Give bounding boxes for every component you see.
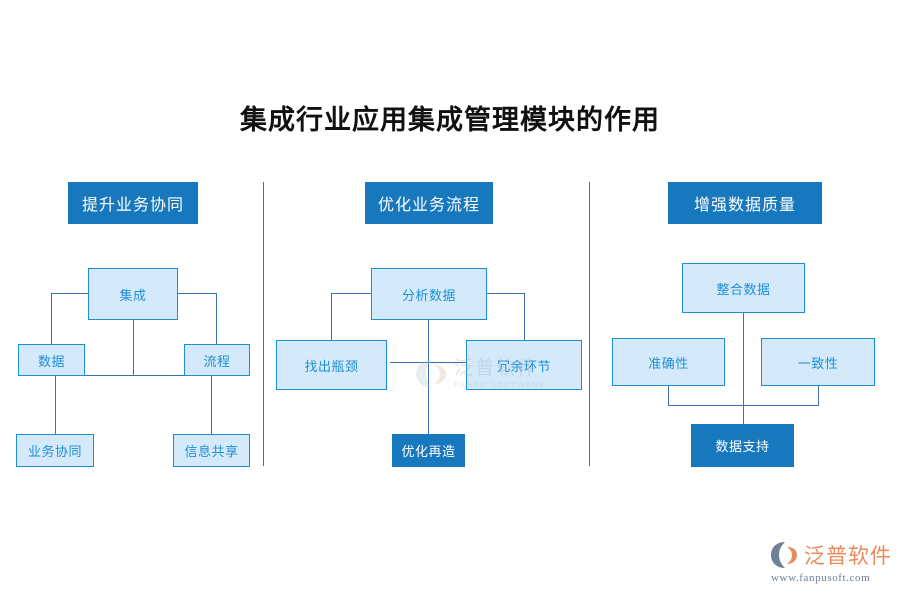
node-c1-right[interactable]: 流程 (184, 344, 250, 376)
connector-c2-center-v (428, 320, 429, 437)
node-c3-right[interactable]: 一致性 (761, 338, 875, 386)
node-c3-bottom[interactable]: 数据支持 (691, 424, 794, 467)
column-divider-2 (589, 182, 590, 466)
node-c1-root[interactable]: 集成 (88, 268, 178, 320)
connector-c2-root-left-h (331, 293, 371, 294)
connector-c2-root-right-h (486, 293, 525, 294)
brand-logo-cn: 泛普软件 (804, 545, 892, 568)
connector-c3-right-v (818, 385, 819, 406)
node-c2-right[interactable]: 冗余环节 (466, 340, 582, 390)
connector-c3-left-v (668, 385, 669, 406)
node-c2-root[interactable]: 分析数据 (371, 268, 487, 320)
column-1-header[interactable]: 提升业务协同 (68, 182, 198, 224)
connector-c1-mid-bar (51, 375, 217, 376)
connector-c1-root-down (133, 320, 134, 375)
column-divider-1 (263, 182, 264, 466)
connector-c1-root-left-h (51, 293, 90, 294)
node-c3-left[interactable]: 准确性 (612, 338, 725, 386)
column-2-header[interactable]: 优化业务流程 (365, 182, 493, 224)
connector-c3-center-v (743, 313, 744, 434)
brand-logo: 泛普软件 www.fanpusoft.com (770, 540, 892, 588)
watermark-logo-icon (415, 359, 449, 389)
node-c1-leaf-right[interactable]: 信息共享 (173, 434, 250, 467)
connector-c1-leaf-left-v (55, 375, 56, 434)
connector-c3-mid-bar (668, 405, 819, 406)
node-c1-leaf-left[interactable]: 业务协同 (16, 434, 94, 467)
connector-c2-root-left-v (331, 293, 332, 340)
page-title: 集成行业应用集成管理模块的作用 (240, 105, 660, 136)
node-c1-left[interactable]: 数据 (18, 344, 85, 376)
node-c2-left[interactable]: 找出瓶颈 (276, 340, 387, 390)
brand-logo-icon (770, 541, 800, 569)
connector-c1-leaf-right-v (211, 375, 212, 434)
brand-logo-row: 泛普软件 (770, 540, 892, 570)
node-c3-root[interactable]: 整合数据 (682, 263, 805, 313)
brand-logo-url: www.fanpusoft.com (771, 572, 871, 584)
connector-c1-root-right-v (216, 293, 217, 344)
connector-c1-root-left-v (51, 293, 52, 344)
column-3-header[interactable]: 增强数据质量 (668, 182, 822, 224)
node-c2-bottom[interactable]: 优化再造 (392, 434, 465, 467)
connector-c1-root-right-h (177, 293, 217, 294)
connector-c2-root-right-v (524, 293, 525, 340)
